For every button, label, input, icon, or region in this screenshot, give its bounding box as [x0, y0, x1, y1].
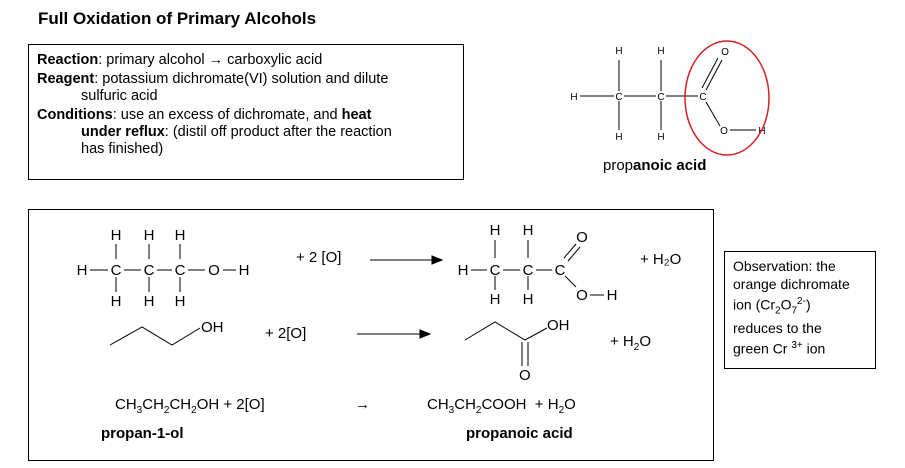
equation-2-structures: OH OH O	[109, 317, 570, 384]
equations-box	[28, 209, 714, 461]
obs-line-4: reduces to the	[733, 319, 822, 336]
obs-line-2: orange dichromate	[733, 275, 850, 292]
svg-text:O: O	[576, 287, 588, 304]
obs-line-1: Observation: the	[733, 258, 836, 274]
svg-text:C: C	[490, 262, 501, 279]
reagent-text: : potassium dichromate(VI) solution and …	[94, 71, 389, 87]
svg-text:H: H	[615, 132, 622, 143]
eq1-oxidant: + 2 [O]	[296, 249, 342, 266]
conditions-cont: under reflux: (distil off product after …	[37, 124, 455, 141]
svg-text:H: H	[657, 46, 664, 57]
reagent-text-cont: sulfuric acid	[81, 88, 158, 104]
svg-text:C: C	[144, 262, 155, 279]
svg-text:C: C	[699, 92, 706, 103]
top-molecule-name: propanoic acid	[603, 157, 707, 174]
svg-text:H: H	[607, 287, 618, 304]
reaction-line: Reaction: primary alcohol → carboxylic a…	[37, 52, 455, 69]
conditions-heat: heat	[341, 107, 372, 123]
svg-text:C: C	[175, 262, 186, 279]
svg-text:H: H	[657, 132, 664, 143]
obs-line-5: green Cr 3+ ion	[733, 340, 826, 358]
svg-text:H: H	[111, 293, 122, 310]
svg-text:H: H	[175, 293, 186, 310]
svg-text:H: H	[490, 222, 501, 239]
eq3-arrow: →	[355, 396, 370, 413]
eq2-oxidant: + 2[O]	[265, 325, 307, 342]
eq2-oh-reactant: OH	[201, 319, 224, 336]
obs-line-3: ion (Cr2O72-)	[733, 296, 811, 317]
conditions-cont-2: has finished)	[81, 141, 164, 157]
svg-text:O: O	[576, 229, 588, 246]
svg-text:H: H	[523, 222, 534, 239]
svg-text:H: H	[490, 291, 501, 308]
conditions-text: : use an excess of dichromate, and	[112, 107, 342, 123]
reaction-text: : primary alcohol → carboxylic acid	[98, 52, 323, 68]
eq2-o-product: O	[519, 367, 531, 384]
svg-text:H: H	[111, 227, 122, 244]
eq2-water: + H2O	[610, 333, 651, 353]
eq3-product: CH3CH2COOH + H2O	[427, 396, 576, 416]
svg-text:H: H	[239, 262, 250, 279]
svg-text:H: H	[758, 126, 765, 137]
svg-text:C: C	[111, 262, 122, 279]
svg-text:C: C	[523, 262, 534, 279]
eq1-water: + H₂O	[640, 251, 682, 268]
reagent-label: Reagent	[37, 71, 95, 87]
svg-text:O: O	[721, 47, 729, 58]
observation-box: Observation: the orange dichromate ion (…	[724, 251, 876, 369]
svg-text:C: C	[615, 92, 622, 103]
conditions-text-2: : (distil off product after the reaction	[164, 124, 392, 140]
reaction-info-box: Reaction: primary alcohol → carboxylic a…	[28, 44, 464, 180]
reagent-line: Reagent: potassium dichromate(VI) soluti…	[37, 71, 455, 105]
eq2-oh-product: OH	[547, 317, 570, 334]
svg-text:H: H	[523, 291, 534, 308]
conditions-label: Conditions	[37, 107, 113, 123]
equation-1-structures: H C C C O H H H H H H H H C C C H H H H …	[77, 222, 618, 310]
page-title: Full Oxidation of Primary Alcohols	[38, 9, 317, 28]
svg-text:C: C	[657, 92, 664, 103]
svg-text:H: H	[77, 262, 88, 279]
svg-text:H: H	[458, 262, 469, 279]
svg-text:O: O	[208, 262, 220, 279]
svg-text:H: H	[144, 293, 155, 310]
svg-text:H: H	[175, 227, 186, 244]
carboxyl-highlight-circle	[684, 40, 770, 156]
conditions-line: Conditions: use an excess of dichromate,…	[37, 107, 455, 158]
eq3-reactant: CH3CH2CH2OH + 2[O]	[115, 396, 265, 416]
conditions-reflux: under reflux	[81, 124, 165, 140]
svg-text:H: H	[144, 227, 155, 244]
svg-text:O: O	[720, 126, 728, 137]
svg-text:C: C	[555, 262, 566, 279]
propanoic-acid-structure: H C C C H H H H O O H	[570, 40, 770, 156]
reaction-label: Reaction	[37, 52, 99, 68]
eq3-reactant-name: propan-1-ol	[101, 425, 184, 442]
svg-text:H: H	[570, 92, 577, 103]
eq3-product-name: propanoic acid	[466, 425, 573, 442]
svg-text:H: H	[615, 46, 622, 57]
